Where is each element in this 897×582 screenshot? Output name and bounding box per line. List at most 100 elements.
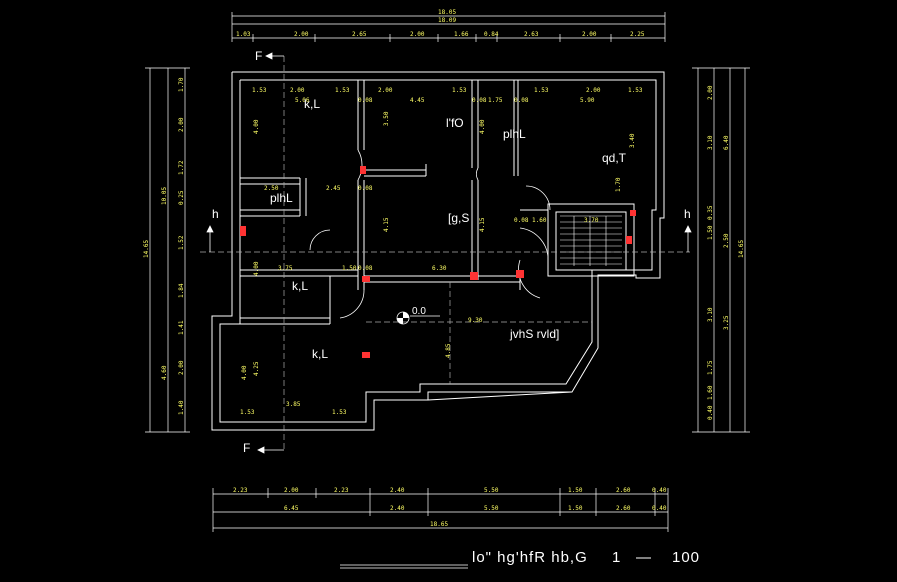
room-label-kitchen: qd,T (602, 151, 627, 165)
right-dim-seg: 0.35 (707, 205, 714, 220)
interior-dim: 0.08 (514, 97, 529, 104)
drawing-title (340, 564, 468, 569)
bottom-dim-row1: 2.23 2.00 2.23 2.40 5.50 1.50 2.60 0.40 (233, 487, 667, 494)
drawing-scale-dash: — (636, 549, 652, 566)
level-marker (396, 311, 440, 325)
right-dim-seg: 1.50 (707, 225, 714, 240)
left-dim-seg: 1.72 (178, 160, 185, 175)
interior-dim: 4.00 (253, 261, 260, 276)
right-dim-inner: 2.00 3.10 0.35 1.50 1.75 3.10 1.60 0.40 (707, 85, 714, 420)
bottom-dim-seg: 5.50 (484, 505, 499, 512)
interior-dim: 4.85 (445, 343, 452, 358)
bottom-dim-seg: 2.00 (284, 487, 299, 494)
top-dim-seg: 2.25 (630, 31, 645, 38)
bottom-dim-total: 18.65 (430, 521, 448, 528)
interior-dim: 0.08 (514, 217, 529, 224)
room-label-bath-top: plhL (503, 127, 526, 141)
interior-dimension-labels: 1.53 2.00 1.53 2.00 1.53 1.53 2.00 1.53 … (240, 87, 643, 416)
level-marker-value: 0.0 (412, 306, 426, 317)
door-swings (309, 149, 551, 319)
interior-dim: 5.90 (580, 97, 595, 104)
bottom-dim-seg: 0.40 (652, 505, 667, 512)
interior-dim: 9.30 (468, 317, 483, 324)
section-lines (200, 56, 690, 450)
top-dim-total-1: 18.05 (438, 9, 456, 16)
interior-dim: 1.53 (332, 409, 347, 416)
bottom-dim-seg: 1.50 (568, 505, 583, 512)
interior-dim: 4.25 (253, 361, 260, 376)
right-dim-seg: 3.10 (707, 135, 714, 150)
interior-dim: 1.50 (342, 265, 357, 272)
bottom-dim-seg: 2.40 (390, 487, 405, 494)
section-mark-h-right: h (684, 207, 691, 221)
room-label-office: l'fO (446, 116, 464, 130)
left-dim-inner: 1.70 2.00 1.72 0.25 1.52 1.84 1.41 2.00 … (178, 77, 185, 415)
room-label-bedroom-mid: k,L (292, 279, 308, 293)
bottom-dim-seg: 2.40 (390, 505, 405, 512)
left-dim-seg: 2.00 (178, 360, 185, 375)
room-labels: k,L l'fO plhL qd,T plhL [g,S k,L k,L jvh… (270, 97, 627, 361)
interior-dim: 1.60 (532, 217, 547, 224)
bottom-dim-seg: 2.60 (616, 487, 631, 494)
left-dim-third: 4.60 (161, 365, 168, 380)
right-dim-seg: 0.40 (707, 405, 714, 420)
interior-dim: 0.08 (358, 97, 373, 104)
structural-columns (240, 166, 636, 358)
staircase (560, 215, 622, 266)
interior-dim: 4.15 (383, 217, 390, 232)
top-dim-segments: 1.03 2.00 2.65 2.00 1.66 0.84 2.63 2.00 … (236, 31, 645, 38)
interior-dim: 1.53 (240, 409, 255, 416)
top-dim-seg: 1.03 (236, 31, 251, 38)
room-label-bedroom-top: k,L (304, 97, 320, 111)
section-mark-f-bottom: F (243, 441, 250, 455)
interior-dim: 5.06 (295, 97, 310, 104)
interior-dim: 4.00 (241, 365, 248, 380)
left-dim-seg: 2.00 (178, 117, 185, 132)
interior-dim: 1.70 (615, 177, 622, 192)
interior-dim: 3.40 (629, 133, 636, 148)
bottom-dim-seg: 1.50 (568, 487, 583, 494)
interior-dim: 4.00 (479, 119, 486, 134)
interior-dim: 3.85 (286, 401, 301, 408)
interior-dim: 1.53 (534, 87, 549, 94)
interior-dim: 6.30 (432, 265, 447, 272)
top-dim-seg: 2.00 (294, 31, 309, 38)
interior-dim: 3.50 (383, 111, 390, 126)
left-dimension-chains (145, 67, 190, 433)
section-mark-h-left: h (212, 207, 219, 221)
left-dim-seg: 0.25 (178, 190, 185, 205)
section-mark-f-top: F (255, 49, 262, 63)
interior-walls (240, 80, 635, 325)
room-label-living: [g,S (448, 211, 469, 225)
left-dim-seg: 1.70 (178, 77, 185, 92)
interior-dim: 2.45 (326, 185, 341, 192)
top-dim-seg: 2.63 (524, 31, 539, 38)
left-dim-seg: 1.84 (178, 283, 185, 298)
room-label-bedroom-bottom: k,L (312, 347, 328, 361)
bottom-dim-seg: 5.50 (484, 487, 499, 494)
right-dim-seg: 2.00 (707, 85, 714, 100)
left-dim-seg: 1.52 (178, 235, 185, 250)
interior-dim: 2.00 (378, 87, 393, 94)
top-dim-seg: 1.66 (454, 31, 469, 38)
bottom-dimension-chains (212, 488, 669, 532)
interior-dim: 0.08 (358, 265, 373, 272)
drawing-scale-denominator: 100 (672, 549, 700, 566)
interior-dim: 1.75 (488, 97, 503, 104)
top-dim-total-2: 18.09 (438, 17, 456, 24)
left-dim-seg: 1.41 (178, 320, 185, 335)
right-dim-seg: 1.75 (707, 360, 714, 375)
interior-dim: 4.00 (253, 119, 260, 134)
interior-dim: 2.00 (586, 87, 601, 94)
right-dim-third: 3.25 (723, 315, 730, 330)
bottom-dim-seg: 2.60 (616, 505, 631, 512)
top-dim-seg: 0.84 (484, 31, 499, 38)
exterior-walls (211, 71, 665, 431)
interior-dim: 0.08 (358, 185, 373, 192)
left-dim-second: 10.05 (161, 187, 168, 205)
right-dim-seg: 3.10 (707, 307, 714, 322)
interior-dim: 3.75 (278, 265, 293, 272)
right-dim-fourth: 2.50 (723, 233, 730, 248)
left-dim-outer: 14.65 (143, 240, 150, 258)
